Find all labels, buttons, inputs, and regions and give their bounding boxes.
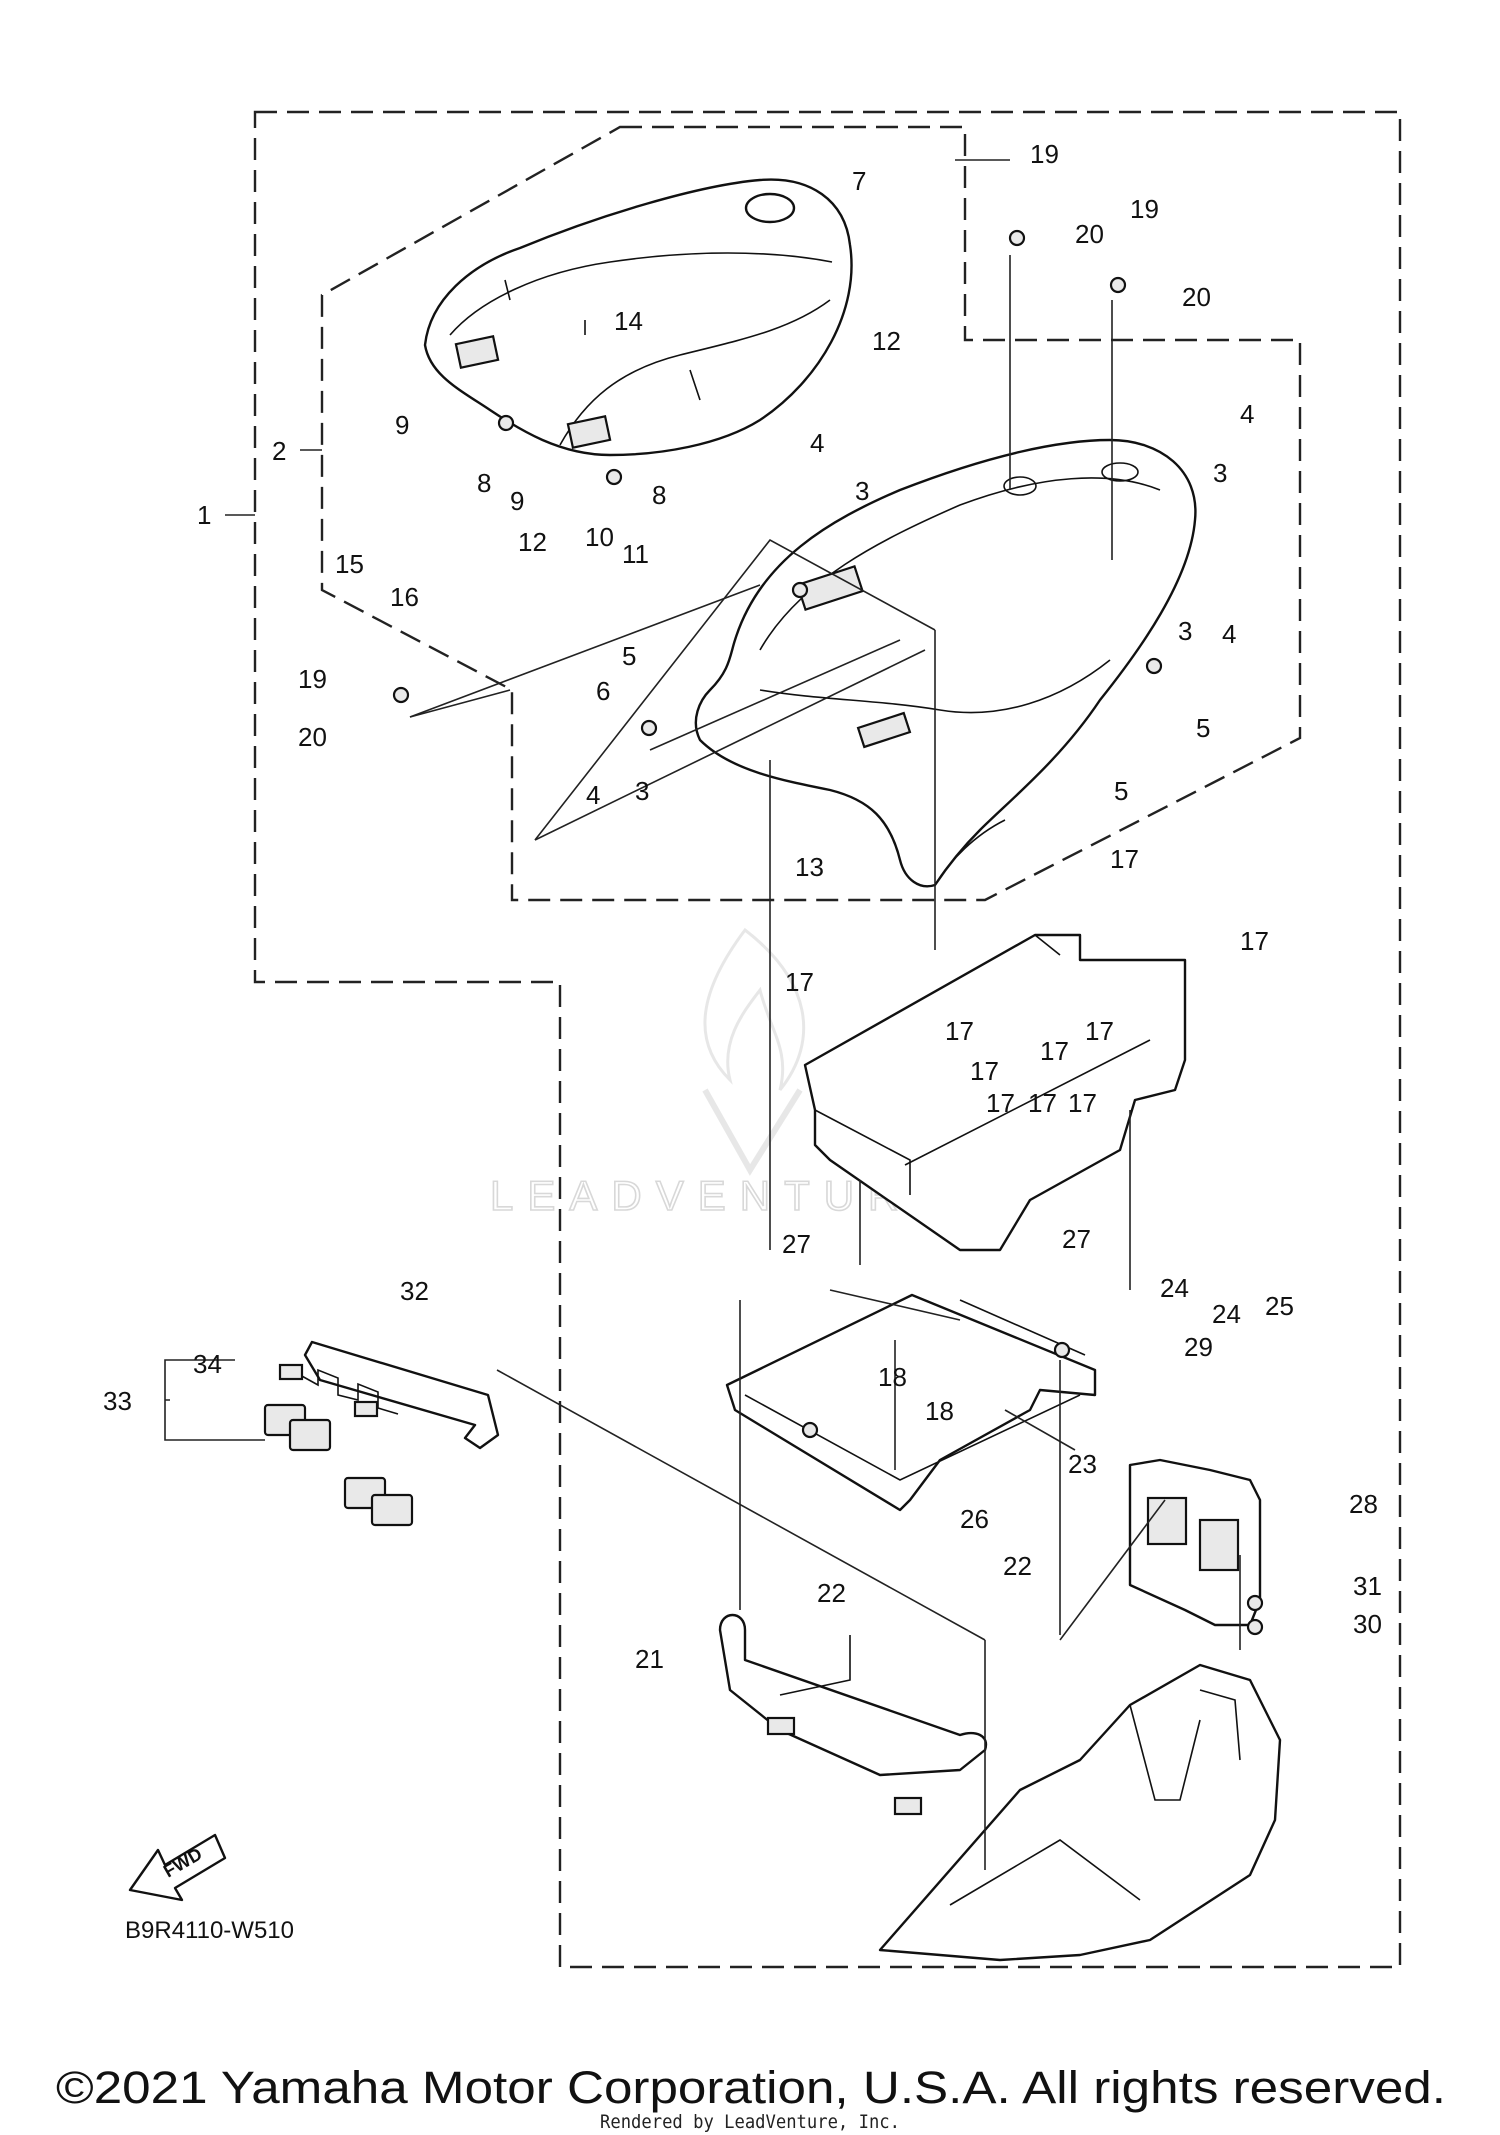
callout-17: 17 bbox=[970, 1056, 999, 1086]
callout-32: 32 bbox=[400, 1276, 429, 1306]
callout-19: 19 bbox=[1130, 194, 1159, 224]
rendered-by-notice: Rendered by LeadVenture, Inc. bbox=[600, 2111, 900, 2133]
callout-17: 17 bbox=[1040, 1036, 1069, 1066]
group-2-boundary bbox=[320, 125, 1302, 902]
callout-4: 4 bbox=[1240, 399, 1254, 429]
tail-cowl bbox=[694, 438, 1197, 888]
callout-25: 25 bbox=[1265, 1291, 1294, 1321]
callout-3: 3 bbox=[1178, 616, 1192, 646]
callout-20: 20 bbox=[298, 722, 327, 752]
callout-17: 17 bbox=[785, 967, 814, 997]
callout-4: 4 bbox=[586, 780, 600, 810]
callout-9: 9 bbox=[395, 410, 409, 440]
callout-1: 1 bbox=[197, 500, 211, 530]
callout-33: 33 bbox=[103, 1386, 132, 1416]
callout-8: 8 bbox=[652, 480, 666, 510]
callout-17: 17 bbox=[945, 1016, 974, 1046]
callout-17: 17 bbox=[986, 1088, 1015, 1118]
callout-15: 15 bbox=[335, 549, 364, 579]
callout-18: 18 bbox=[925, 1396, 954, 1426]
callout-28: 28 bbox=[1349, 1489, 1378, 1519]
callout-labels: 1 2 3 3 3 3 4 4 4 4 5 5 5 6 7 8 8 9 9 10… bbox=[103, 139, 1382, 1674]
callout-3: 3 bbox=[855, 476, 869, 506]
fasteners bbox=[392, 229, 1264, 1636]
callout-20: 20 bbox=[1182, 282, 1211, 312]
callout-14: 14 bbox=[614, 306, 643, 336]
callout-5: 5 bbox=[1114, 776, 1128, 806]
tray bbox=[725, 1293, 1097, 1512]
callout-31: 31 bbox=[1353, 1571, 1382, 1601]
callout-3: 3 bbox=[635, 776, 649, 806]
callout-16: 16 bbox=[390, 582, 419, 612]
battery-bracket bbox=[1128, 1458, 1262, 1627]
callout-9: 9 bbox=[510, 486, 524, 516]
fwd-arrow-icon: FWD bbox=[128, 1833, 227, 1902]
callout-23: 23 bbox=[1068, 1449, 1097, 1479]
stay bbox=[718, 1613, 988, 1816]
group-1-boundary bbox=[253, 110, 1402, 1969]
callout-27: 27 bbox=[782, 1229, 811, 1259]
rear-frame bbox=[878, 1663, 1282, 1962]
callout-26: 26 bbox=[960, 1504, 989, 1534]
callout-12: 12 bbox=[872, 326, 901, 356]
callout-19: 19 bbox=[298, 664, 327, 694]
callout-30: 30 bbox=[1353, 1609, 1382, 1639]
callout-18: 18 bbox=[878, 1362, 907, 1392]
callout-3: 3 bbox=[1213, 458, 1227, 488]
callout-34: 34 bbox=[193, 1349, 222, 1379]
callout-22: 22 bbox=[1003, 1551, 1032, 1581]
relays bbox=[263, 1363, 414, 1527]
callout-12: 12 bbox=[518, 527, 547, 557]
callout-17: 17 bbox=[1110, 844, 1139, 874]
callout-27: 27 bbox=[1062, 1224, 1091, 1254]
callout-19: 19 bbox=[1030, 139, 1059, 169]
callout-17: 17 bbox=[1028, 1088, 1057, 1118]
watermark-logo bbox=[702, 927, 806, 1176]
rear-fender-bracket bbox=[803, 933, 1187, 1252]
callout-24: 24 bbox=[1160, 1273, 1189, 1303]
callout-10: 10 bbox=[585, 522, 614, 552]
callout-13: 13 bbox=[795, 852, 824, 882]
callout-4: 4 bbox=[810, 428, 824, 458]
callout-2: 2 bbox=[272, 436, 286, 466]
callout-5: 5 bbox=[1196, 713, 1210, 743]
callout-17: 17 bbox=[1068, 1088, 1097, 1118]
drawing-code: B9R4110-W510 bbox=[125, 1917, 294, 1944]
relay-bracket bbox=[299, 1340, 500, 1450]
callout-5: 5 bbox=[622, 641, 636, 671]
callout-4: 4 bbox=[1222, 619, 1236, 649]
callout-6: 6 bbox=[596, 676, 610, 706]
leader-lines bbox=[164, 159, 1241, 1870]
copyright-notice: ©2021 Yamaha Motor Corporation, U.S.A. A… bbox=[56, 2062, 1446, 2113]
callout-7: 7 bbox=[852, 166, 866, 196]
seat bbox=[423, 178, 853, 457]
callout-8: 8 bbox=[477, 468, 491, 498]
callout-20: 20 bbox=[1075, 219, 1104, 249]
callout-17: 17 bbox=[1240, 926, 1269, 956]
callout-21: 21 bbox=[635, 1644, 664, 1674]
callout-17: 17 bbox=[1085, 1016, 1114, 1046]
callout-11: 11 bbox=[622, 539, 649, 569]
callout-22: 22 bbox=[817, 1578, 846, 1608]
callout-29: 29 bbox=[1184, 1332, 1213, 1362]
callout-24: 24 bbox=[1212, 1299, 1241, 1329]
